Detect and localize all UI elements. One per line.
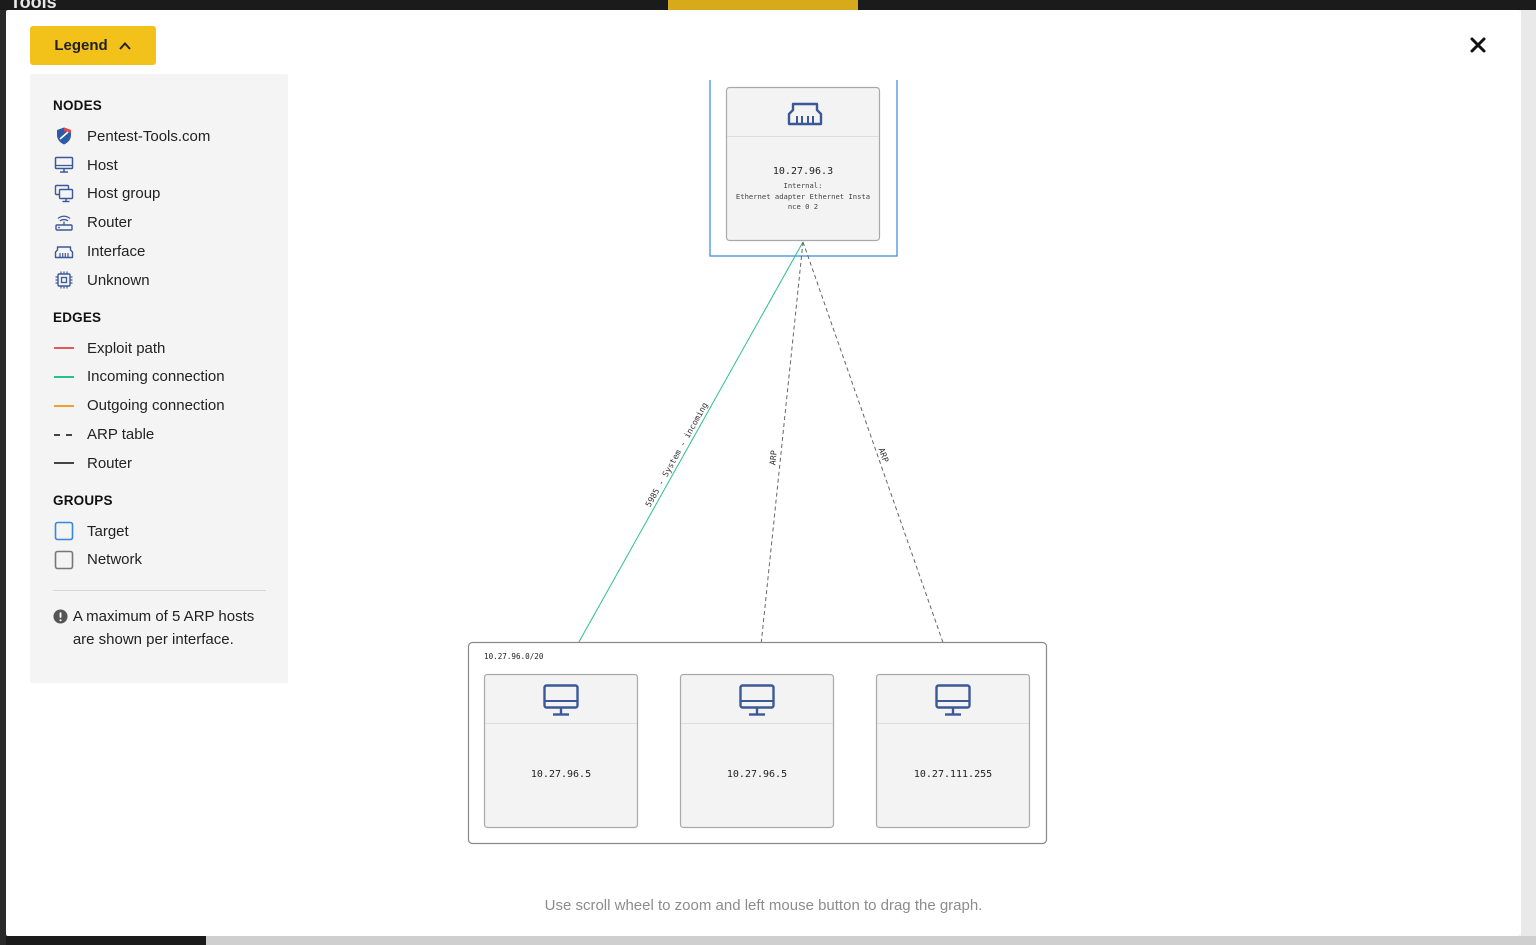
exclamation-circle-icon xyxy=(53,605,73,651)
legend-node-label: Interface xyxy=(87,243,146,261)
legend-node-label: Host xyxy=(87,156,118,174)
legend-node-label: Pentest-Tools.com xyxy=(87,127,211,145)
interface-node[interactable]: 10.27.96.3 Internal: Ethernet adapter Et… xyxy=(725,86,881,242)
interface-detail-1: Internal: xyxy=(784,181,823,190)
background-right-strip xyxy=(1520,10,1536,945)
ethernet-port-icon xyxy=(53,241,75,263)
legend-edge-label: Exploit path xyxy=(87,339,166,357)
legend-edges-title: EDGES xyxy=(53,309,102,325)
interface-ip: 10.27.96.3 xyxy=(773,166,833,177)
legend-group-target: Target xyxy=(53,517,266,546)
background-app-title: Tools xyxy=(10,0,57,12)
legend-nodes-title: NODES xyxy=(53,98,103,113)
host-ip-3: 10.27.111.255 xyxy=(914,769,992,780)
graph-svg[interactable]: 10.27.96.3 Internal: Ethernet adapter Et… xyxy=(6,10,1521,936)
monitor-icon xyxy=(739,684,775,716)
ethernet-port-icon xyxy=(787,102,823,126)
legend-edge-router: Router xyxy=(53,449,266,478)
legend-edge-label: Outgoing connection xyxy=(87,397,225,415)
dark-line-swatch xyxy=(53,452,75,474)
chevron-up-icon xyxy=(118,41,131,50)
legend-node-label: Router xyxy=(87,214,133,232)
edge-incoming[interactable]: 5985 - System - incoming xyxy=(560,241,804,675)
edge-arp-2[interactable]: ARP xyxy=(802,241,955,675)
legend-edge-label: Incoming connection xyxy=(87,368,225,386)
green-line-swatch xyxy=(53,366,75,388)
legend-node-label: Host group xyxy=(87,185,161,203)
network-group-label: 10.27.96.0/20 xyxy=(484,652,544,661)
legend-edge-arp-table: ARP table xyxy=(53,420,266,449)
legend-node-label: Unknown xyxy=(87,271,150,289)
host-node-3[interactable]: 10.27.111.255 xyxy=(875,673,1031,829)
legend-note: A maximum of 5 ARP hosts are shown per i… xyxy=(53,605,266,651)
target-group-box xyxy=(709,80,898,257)
router-icon xyxy=(53,212,75,234)
monitor-icon xyxy=(935,684,971,716)
legend-node-pentest-tools: Pentest-Tools.com xyxy=(53,122,266,151)
graph-canvas[interactable]: 10.27.96.3 Internal: Ethernet adapter Et… xyxy=(6,10,1521,936)
legend-node-interface: Interface xyxy=(53,237,266,266)
orange-line-swatch xyxy=(53,395,75,417)
legend-edge-exploit-path: Exploit path xyxy=(53,334,266,363)
graph-hint: Use scroll wheel to zoom and left mouse … xyxy=(544,897,983,914)
legend-toggle-label: Legend xyxy=(54,37,108,54)
background-active-tab xyxy=(668,0,858,10)
gray-square-swatch xyxy=(53,549,75,571)
host-ip-2: 10.27.96.5 xyxy=(727,769,787,780)
legend-edge-outgoing: Outgoing connection xyxy=(53,391,266,420)
host-ip-1: 10.27.96.5 xyxy=(531,769,591,780)
legend-node-host-group: Host group xyxy=(53,180,266,209)
legend-divider xyxy=(53,590,266,592)
monitor-icon xyxy=(543,684,579,716)
pentest-tools-shield-icon xyxy=(53,125,75,147)
edge-arp-1-label: ARP xyxy=(767,450,778,466)
legend-note-text: A maximum of 5 ARP hosts are shown per i… xyxy=(72,608,255,649)
edge-incoming-label: 5985 - System - incoming xyxy=(643,400,710,508)
close-icon[interactable] xyxy=(1469,36,1487,54)
legend-toggle-button[interactable]: Legend xyxy=(30,26,156,65)
legend-group-label: Target xyxy=(87,522,129,540)
legend-group-label: Network xyxy=(87,551,143,569)
legend-panel: NODES Pentest-Tools.com Host Host group … xyxy=(30,74,288,683)
interface-detail-2: Ethernet adapter Ethernet Insta xyxy=(736,192,870,201)
interface-detail-3: nce 0 2 xyxy=(788,202,818,211)
monitor-group-icon xyxy=(53,183,75,205)
edge-arp-2-label: ARP xyxy=(877,446,891,463)
host-node-2[interactable]: 10.27.96.5 xyxy=(679,673,835,829)
legend-node-unknown: Unknown xyxy=(53,266,266,295)
legend-edge-incoming: Incoming connection xyxy=(53,363,266,392)
chip-icon xyxy=(53,269,75,291)
background-bottom-bar xyxy=(206,936,1536,945)
legend-groups-title: GROUPS xyxy=(53,492,113,508)
legend-group-network: Network xyxy=(53,546,266,575)
legend-edge-label: ARP table xyxy=(87,426,155,444)
red-line-swatch xyxy=(53,337,75,359)
host-node-1[interactable]: 10.27.96.5 xyxy=(483,673,639,829)
legend-edge-label: Router xyxy=(87,454,133,472)
blue-square-swatch xyxy=(53,520,75,542)
background-left-strip xyxy=(0,10,6,945)
monitor-icon xyxy=(53,154,75,176)
legend-node-host: Host xyxy=(53,151,266,180)
network-graph-modal: 10.27.96.3 Internal: Ethernet adapter Et… xyxy=(6,10,1521,936)
dashed-line-swatch xyxy=(53,424,75,446)
legend-node-router: Router xyxy=(53,208,266,237)
edge-arp-1[interactable]: ARP xyxy=(757,241,804,675)
